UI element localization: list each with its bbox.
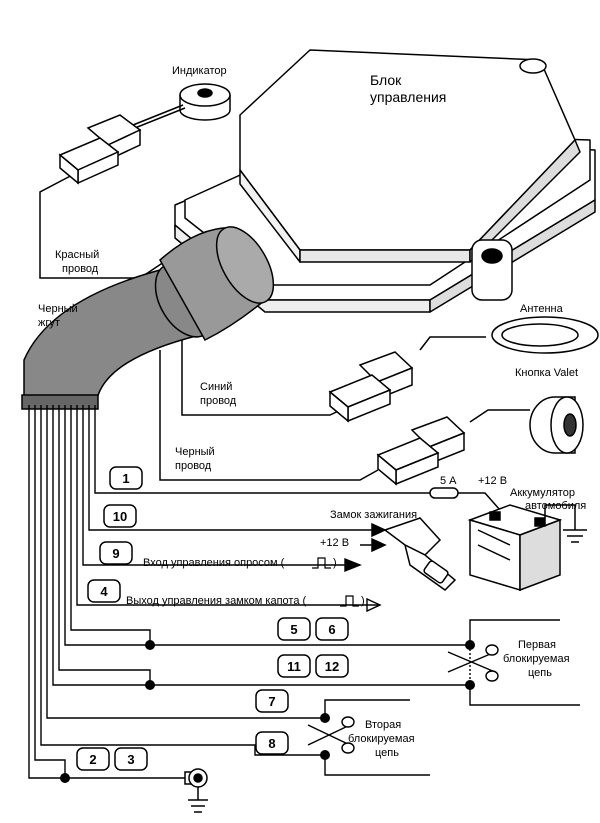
harness-wires bbox=[28, 405, 470, 779]
circuit1-label-3: цепь bbox=[528, 667, 552, 679]
blocked-circuit-2 bbox=[324, 699, 430, 776]
red-wire bbox=[39, 104, 186, 279]
red-wire-label: Красный bbox=[55, 249, 99, 261]
valet-button-label: Кнопка Valet bbox=[515, 367, 578, 379]
circuit2-label-3: цепь bbox=[375, 747, 399, 759]
black-harness bbox=[21, 226, 275, 410]
pulse-symbols bbox=[312, 557, 359, 607]
battery-ground bbox=[544, 504, 587, 543]
pin-8: 8 bbox=[268, 736, 275, 751]
circuit2-label: Вторая bbox=[365, 719, 401, 731]
black-wire-label: Черный bbox=[175, 446, 215, 458]
black-harness-label-2: жгут bbox=[38, 317, 60, 329]
pin-1: 1 bbox=[122, 471, 129, 486]
black-wire-label-2: провод bbox=[175, 460, 212, 472]
pin-12: 12 bbox=[325, 659, 339, 674]
circuit1-label-2: блокируемая bbox=[503, 653, 570, 665]
blue-wire-label: Синий bbox=[200, 381, 232, 393]
fuse bbox=[429, 487, 501, 511]
control-unit-label-2: управления bbox=[370, 89, 446, 105]
poll-input-label: Вход управления опросом ( bbox=[143, 557, 285, 569]
plus12-ignition-label: +12 В bbox=[320, 537, 349, 549]
scissors-icon-2 bbox=[307, 716, 355, 754]
pin-badges bbox=[76, 466, 349, 771]
pin-7: 7 bbox=[268, 694, 275, 709]
indicator-label: Индикатор bbox=[172, 65, 227, 77]
circuit1-label: Первая bbox=[518, 639, 556, 651]
hood-output-label-end: ) bbox=[361, 595, 365, 607]
control-unit bbox=[174, 49, 596, 313]
labels: Блок управления Индикатор Красный провод… bbox=[38, 65, 586, 759]
pin-10: 10 bbox=[113, 509, 127, 524]
blue-wire-label-2: провод bbox=[200, 395, 237, 407]
blocked-circuit-1 bbox=[469, 619, 580, 706]
scissors-icon bbox=[447, 644, 499, 682]
fuse-label: 5 А bbox=[440, 475, 457, 487]
black-wire bbox=[159, 350, 379, 481]
pin-6: 6 bbox=[328, 622, 335, 637]
circuit2-label-2: блокируемая bbox=[348, 733, 415, 745]
indicator-led bbox=[179, 83, 231, 121]
battery-label: Аккумулятор bbox=[510, 487, 575, 499]
pin-11: 11 bbox=[287, 659, 301, 674]
antenna bbox=[419, 316, 599, 354]
control-unit-label: Блок bbox=[370, 72, 402, 88]
hood-output-label: Выход управления замком капота ( bbox=[126, 595, 307, 607]
valet-button bbox=[469, 396, 584, 454]
pin-numbers: 1 10 9 4 5 6 11 12 7 8 2 3 bbox=[89, 471, 339, 767]
ignition-label: Замок зажигания bbox=[330, 509, 417, 521]
battery-label-2: автомобиля bbox=[525, 500, 586, 512]
valet-connector bbox=[376, 416, 466, 486]
plus12-battery-label: +12 В bbox=[478, 475, 507, 487]
pin-2: 2 bbox=[89, 752, 96, 767]
pin-3: 3 bbox=[127, 752, 134, 767]
pin-9: 9 bbox=[112, 546, 119, 561]
pin-4: 4 bbox=[100, 584, 108, 599]
antenna-label: Антенна bbox=[520, 303, 564, 315]
red-wire-label-2: провод bbox=[62, 263, 99, 275]
chassis-ground bbox=[184, 768, 208, 813]
poll-input-label-end: ) bbox=[333, 557, 337, 569]
battery bbox=[467, 504, 563, 592]
antenna-connector bbox=[328, 351, 414, 423]
black-harness-label: Черный bbox=[38, 303, 78, 315]
pin-5: 5 bbox=[290, 622, 297, 637]
indicator-connector bbox=[58, 114, 142, 185]
signal-arrows bbox=[344, 557, 382, 613]
ignition-lock bbox=[360, 517, 457, 591]
